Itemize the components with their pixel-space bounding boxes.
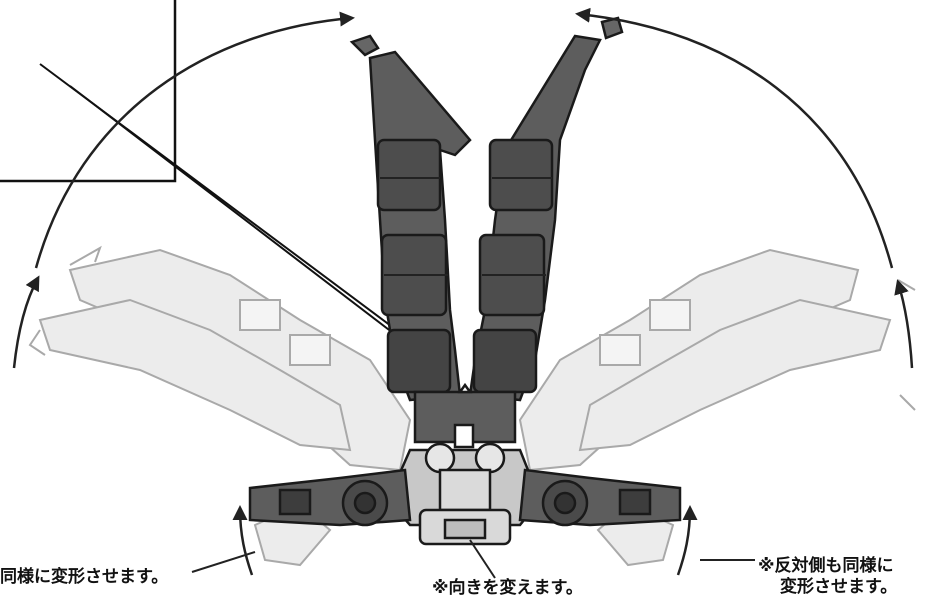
note-center: ※向きを変えます。	[432, 578, 583, 599]
dark-arm-left	[352, 36, 470, 400]
arc-arrow-right-side	[898, 282, 912, 368]
note-right-line1: ※反対側も同様に	[758, 556, 897, 577]
shoulder-arm-left	[250, 470, 410, 525]
ghost-arm-right	[520, 250, 915, 470]
arc-arrow-right-top	[578, 14, 892, 268]
ghost-arm-left	[30, 248, 410, 470]
note-left: 同様に変形させます。	[0, 567, 168, 588]
note-right: ※反対側も同様に 変形させます。	[758, 556, 897, 598]
note-right-line2: 変形させます。	[758, 577, 897, 598]
arc-arrow-left-side	[14, 278, 38, 368]
shoulder-arm-right	[520, 470, 680, 525]
